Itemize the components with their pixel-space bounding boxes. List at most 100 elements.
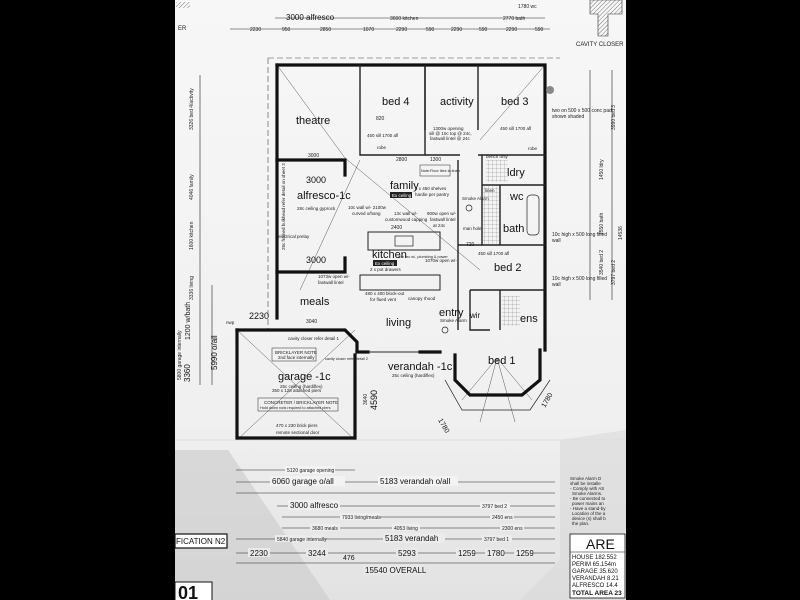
room-entry: entry xyxy=(439,307,464,319)
note-wall-coping: 13c wall w/- xyxy=(394,211,418,216)
sheet-number: 01 xyxy=(178,583,198,600)
note-linen: linen xyxy=(485,188,495,193)
dim-ens1: 2450 ens xyxy=(492,515,513,521)
room-activity: activity xyxy=(440,96,474,108)
smoke-note-line: Smoke Alarms. xyxy=(572,491,602,496)
spec-label: FICATION N2 xyxy=(176,537,226,546)
note-sill-bed4: 450 sill 1700 afl xyxy=(367,133,398,138)
note-smoke-alarm-2: Smoke Alarm xyxy=(440,318,467,323)
smoke-note-line: shall be installe xyxy=(570,481,601,486)
area-row: PERIM 65.154m xyxy=(572,562,616,568)
top-dimensions: 3000 alfresco 3600 kitchen 2770 bath 178… xyxy=(230,4,550,33)
smoke-note-line: - Have a stand-by xyxy=(570,506,606,511)
family-tag-bg xyxy=(390,192,412,198)
note-canopy: canopy rhood xyxy=(408,296,436,301)
hws-icon xyxy=(546,86,554,94)
note-opening-900b: fastwall lintel xyxy=(430,217,456,222)
area-row: VERANDAH 8.21 xyxy=(572,576,619,582)
note-opening-900: 900w open w/- xyxy=(427,211,457,216)
dim-3000c: 3000 xyxy=(308,153,319,159)
ldry-tiles xyxy=(486,160,508,182)
room-bed2: bed 2 xyxy=(494,262,522,274)
note-bricklayer-2: 2nd face internally xyxy=(278,355,315,360)
dim-living-meals: 7933 living/meals xyxy=(342,515,381,521)
ens-tiles xyxy=(502,296,520,326)
dim-garage-opening: 5120 garage opening xyxy=(287,468,334,474)
header-fragment: ER xyxy=(178,26,187,32)
dim-alfresco: 3000 alfresco xyxy=(290,501,339,510)
dim-left-family: 4046 family xyxy=(189,174,195,200)
smoke-note-line: - Be connected to xyxy=(570,496,606,501)
dim-left-overall: 5990 o/all xyxy=(210,335,219,370)
smoke-alarm-icon-2 xyxy=(441,326,449,334)
room-living: living xyxy=(386,317,411,329)
room-bed1: bed 1 xyxy=(488,355,516,367)
room-kitchen: kitchen xyxy=(372,249,407,261)
note-robe-bed3: robe xyxy=(528,146,538,151)
note-shelves-2: hardie per pantry xyxy=(415,192,450,197)
area-title: ARE xyxy=(586,536,615,552)
dim-top-wc: 1780 wc xyxy=(518,4,537,10)
note-wall-curved-2: curved o/hang xyxy=(352,211,381,216)
dim-3000b: 3000 xyxy=(306,255,326,265)
note-block-out: 480 x 400 block-out xyxy=(365,291,405,296)
dim-top-7: 590 xyxy=(479,27,488,33)
note-concreter: CONCRETER / BRICKLAYER NOTE xyxy=(264,400,338,405)
left-dimensions: 3326 bed 4/activity 4046 family 1600 kit… xyxy=(177,75,219,385)
dim-overall: 15540 OVERALL xyxy=(365,566,427,575)
note-opening-1300c: fastwall lintel @ 24c xyxy=(430,136,471,141)
note-piers: 350 x 128 attached piers xyxy=(272,388,322,393)
note-opening-1073b: fastwall lintel xyxy=(318,280,344,285)
dim-top-5: 590 xyxy=(426,27,435,33)
room-wir: wir xyxy=(469,311,481,320)
area-schedule: ARE HOUSE 182.552 PERIM 65.154m GARAGE 3… xyxy=(569,533,626,599)
smoke-note-line: - Comply with AS xyxy=(570,486,604,491)
shadow-fold xyxy=(175,450,330,600)
ceiling-diagonals xyxy=(236,64,546,441)
note-brick-piers: 470 x 230 brick piers xyxy=(276,423,318,428)
room-garage: garage -1c xyxy=(278,371,331,383)
dim-ens2: 2300 ens xyxy=(502,526,523,532)
note-wall-coping-2: customwood capping xyxy=(385,217,428,222)
dim-top-alfresco: 3000 alfresco xyxy=(286,13,335,22)
smoke-note-line: device (s) shall b xyxy=(572,516,606,521)
cavity-closer-label: CAVITY CLOSER xyxy=(576,42,624,48)
dim-right-bed2b: 3797 bed 2 xyxy=(611,260,617,285)
sink-icon xyxy=(394,235,414,247)
note-opening-900c: at 24c xyxy=(433,223,446,228)
note-smoke-alarm: Smoke Alarm xyxy=(462,196,489,201)
note-opening-1073: 1073w open w/- xyxy=(318,274,350,279)
cavity-closer-detail: CAVITY CLOSER xyxy=(576,0,624,48)
note-shelves: 4 x 450 shelves xyxy=(415,186,447,191)
room-bed4: bed 4 xyxy=(382,96,410,108)
area-row: ALFRESCO 14.4 xyxy=(572,583,618,589)
bottom-dimensions: 5120 garage opening 6060 garage o/all 51… xyxy=(236,466,555,575)
alfresco-ceiling: 28c ceiling gyprock xyxy=(297,206,336,211)
note-sectional-door: remote sectional door xyxy=(276,430,320,435)
legend-hatch xyxy=(176,2,190,8)
note-sill-bed3: 450 sill 1700 afl xyxy=(500,126,531,131)
dim-top-3: 1070 xyxy=(363,27,374,33)
dim-top-4: 2290 xyxy=(396,27,407,33)
dim-top-6: 2290 xyxy=(451,27,462,33)
note-pot-drawers: 2 x pot drawers xyxy=(370,267,402,272)
dim-left-bed4: 3326 bed 4/activity xyxy=(189,88,195,130)
dim-left-kitchen: 1600 kitchen xyxy=(189,221,195,250)
dim-left-3360: 3360 xyxy=(183,364,192,382)
area-row: HOUSE 182.552 xyxy=(572,555,617,561)
dim-bottom-3: 5293 xyxy=(398,549,416,558)
note-filled-wall-1: 10c high x 500 long filled wall xyxy=(552,232,608,244)
dim-right-bed2: 3540 bed 2 xyxy=(599,250,605,275)
note-opening-1300: 1300w opening xyxy=(433,126,464,131)
right-dimensions: 3990 bed 3 1450 ldry 1550 bath 3540 bed … xyxy=(589,70,624,300)
room-ens: ens xyxy=(520,313,538,325)
dim-3000a: 3000 xyxy=(306,175,326,185)
dim-verandah-oall: 5183 verandah o/all xyxy=(380,477,451,486)
dim-top-0: 2230 xyxy=(250,27,261,33)
dim-left-garage: 5800 garage internally xyxy=(177,330,183,380)
note-floor-tiles: Note:Floor tiles to:linen xyxy=(421,169,460,173)
dim-garage-oall: 6060 garage o/all xyxy=(272,477,334,486)
smoke-note-line: Location of the a xyxy=(572,511,606,516)
verandah-ceiling: 25c ceiling (hardiflex) xyxy=(392,373,435,378)
